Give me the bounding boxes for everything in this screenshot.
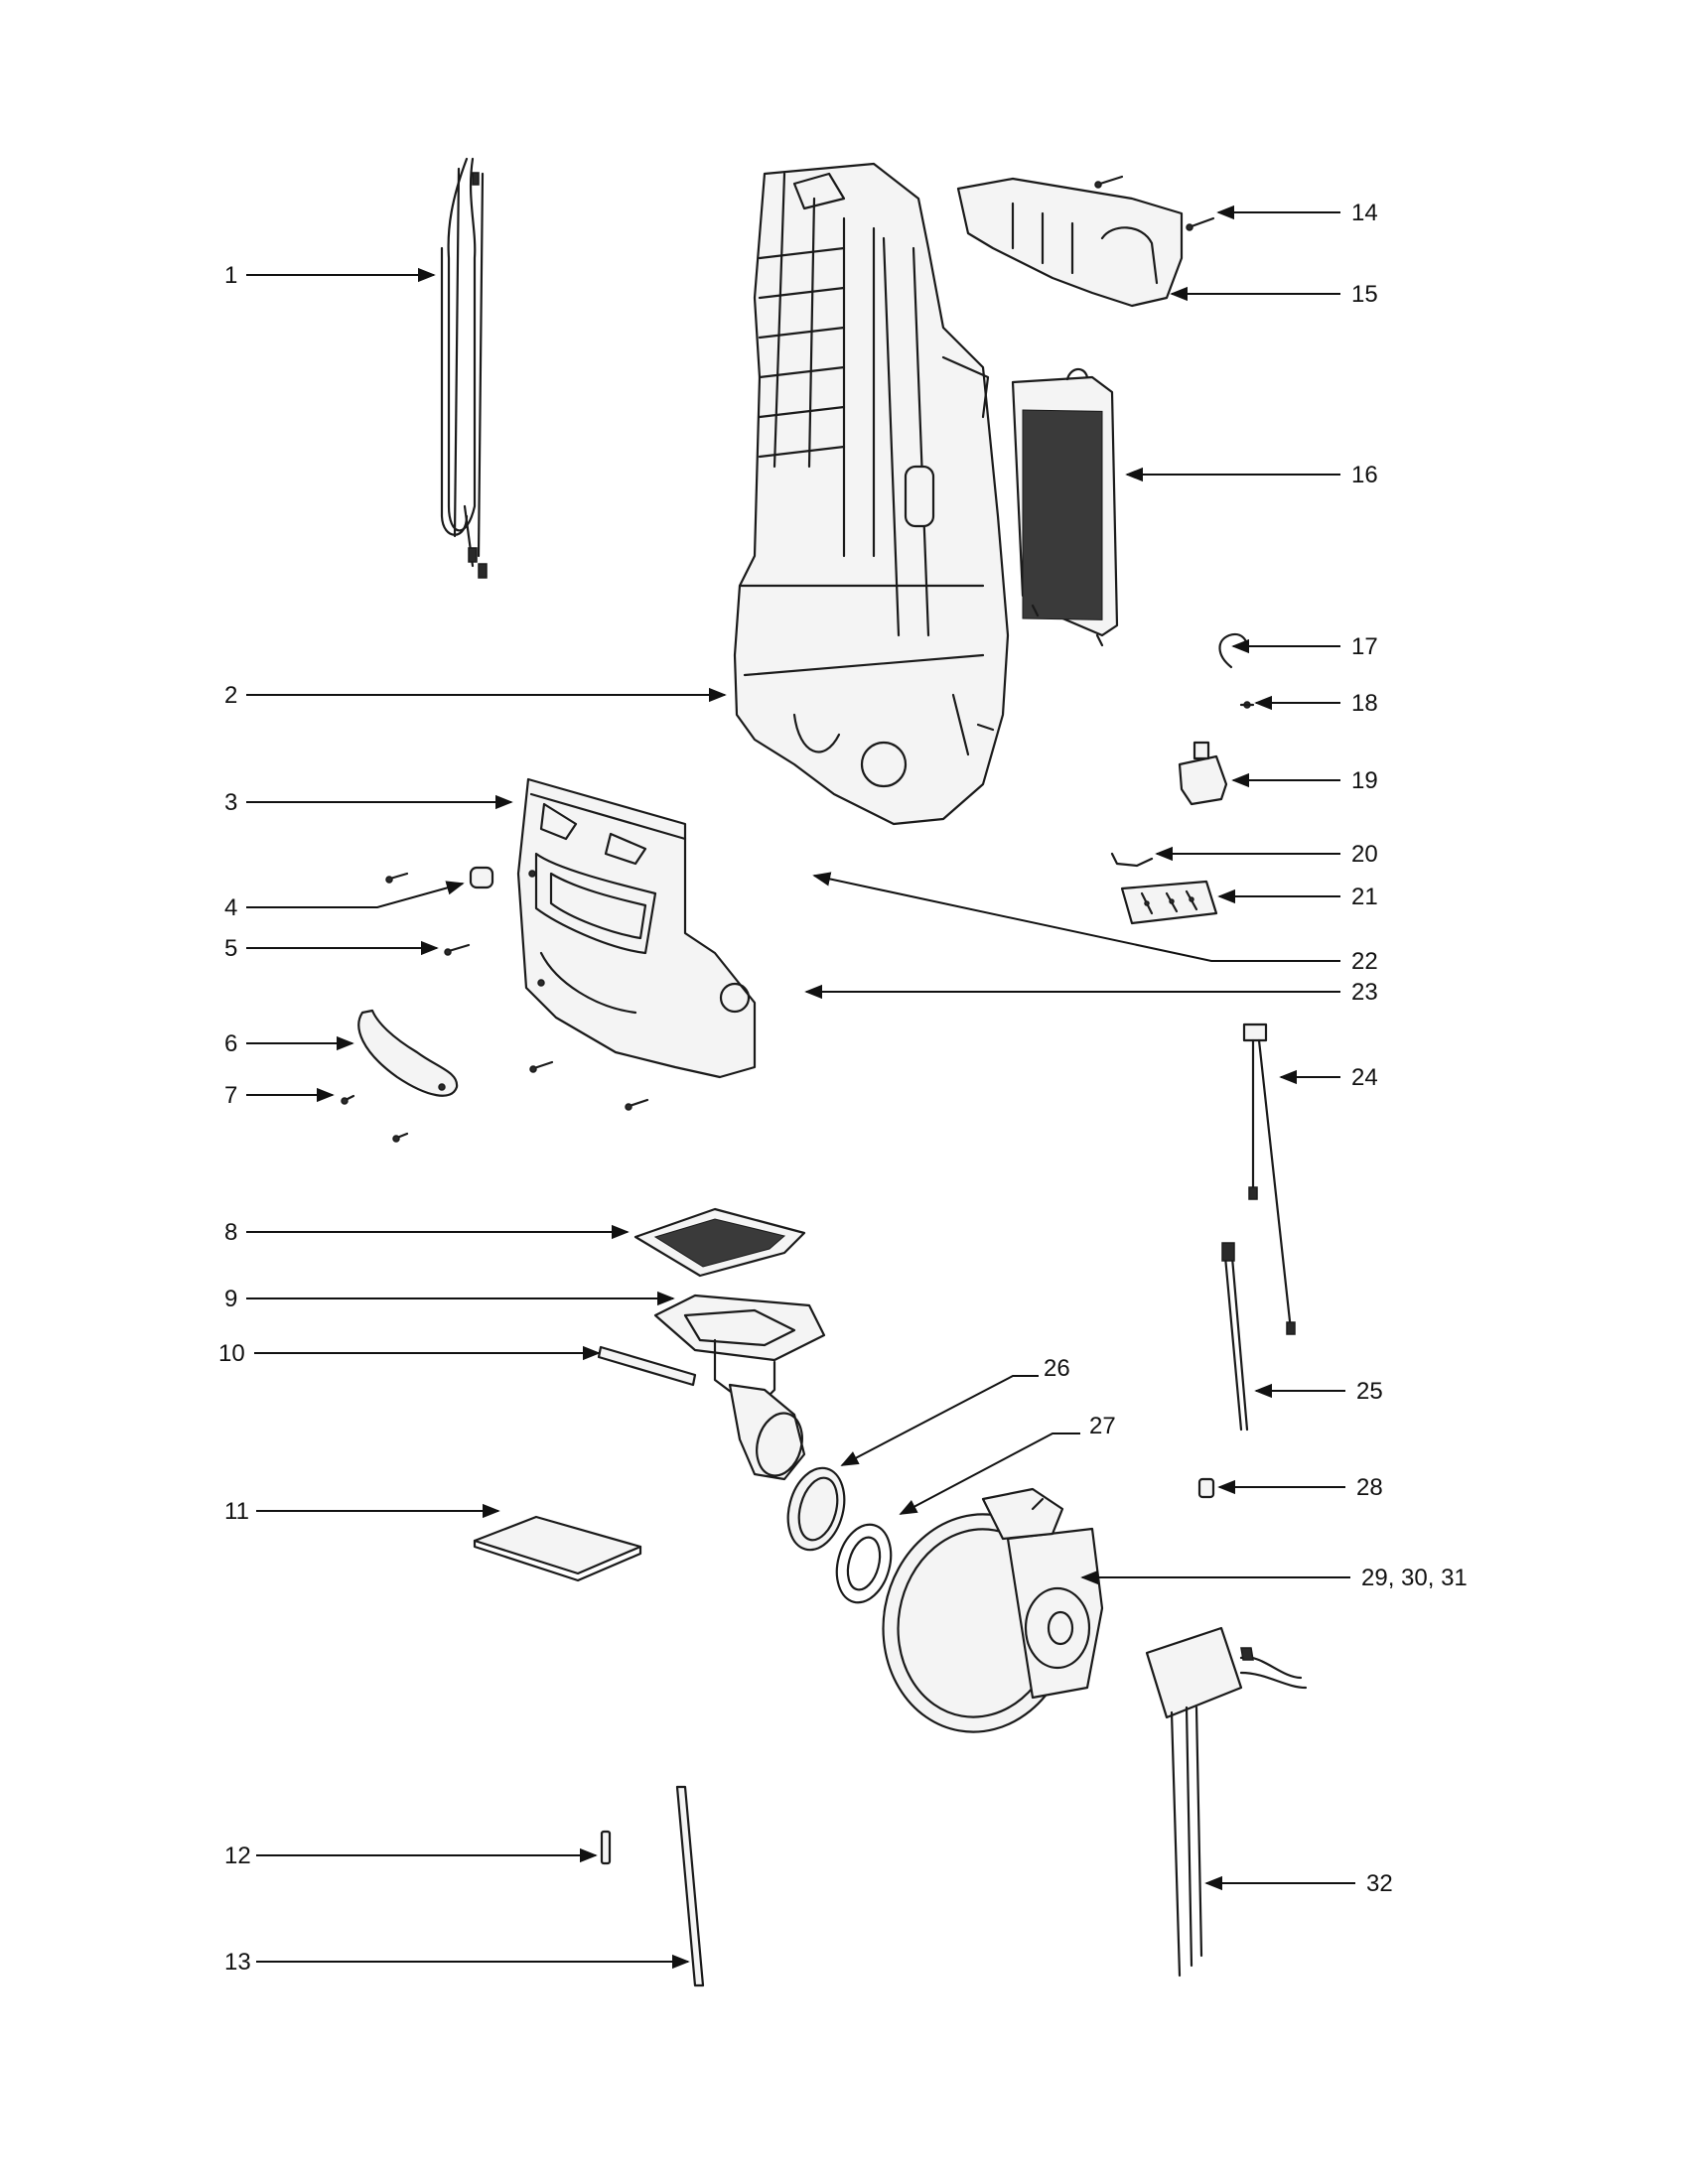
svg-text:23: 23 <box>1351 979 1378 1006</box>
svg-text:3: 3 <box>224 789 237 816</box>
callout-22: 22 <box>812 872 1378 975</box>
callout-23: 23 <box>804 979 1378 1006</box>
callout-11: 11 <box>224 1498 500 1525</box>
callout-25: 25 <box>1254 1378 1383 1405</box>
svg-text:6: 6 <box>224 1030 237 1057</box>
svg-text:32: 32 <box>1366 1870 1393 1897</box>
part-screws-14 <box>1094 175 1215 231</box>
svg-text:4: 4 <box>224 894 237 921</box>
part-small-screws-7 <box>341 1094 409 1143</box>
svg-text:29, 30, 31: 29, 30, 31 <box>1361 1565 1468 1591</box>
svg-text:2: 2 <box>224 682 237 709</box>
part-main-housing <box>733 162 1010 826</box>
part-motor <box>882 1487 1104 1733</box>
callout-5: 5 <box>224 935 439 962</box>
svg-text:24: 24 <box>1351 1064 1378 1091</box>
part-duct <box>728 1383 806 1481</box>
part-clip-ring <box>1218 632 1248 669</box>
svg-text:17: 17 <box>1351 633 1378 660</box>
svg-text:28: 28 <box>1356 1474 1383 1501</box>
part-front-cover <box>516 777 757 1079</box>
svg-text:10: 10 <box>218 1340 245 1367</box>
svg-text:7: 7 <box>224 1082 237 1109</box>
svg-text:27: 27 <box>1089 1413 1116 1439</box>
callout-24: 24 <box>1279 1064 1378 1091</box>
callout-10: 10 <box>218 1340 601 1367</box>
svg-text:14: 14 <box>1351 200 1378 226</box>
callout-15: 15 <box>1170 281 1378 308</box>
callout-9: 9 <box>224 1286 675 1312</box>
part-control-board <box>1145 1626 1308 1978</box>
callout-1: 1 <box>224 262 436 289</box>
callout-7: 7 <box>224 1082 335 1109</box>
part-wire-24 <box>1242 1023 1296 1335</box>
callout-19: 19 <box>1231 767 1378 794</box>
part-filter <box>1011 367 1119 647</box>
svg-text:18: 18 <box>1351 690 1378 717</box>
callout-26: 26 <box>840 1355 1070 1466</box>
part-harness-25 <box>1221 1242 1249 1432</box>
part-top-cover <box>956 177 1184 308</box>
svg-text:9: 9 <box>224 1286 237 1312</box>
svg-text:1: 1 <box>224 262 237 289</box>
part-bushing <box>1197 1477 1215 1499</box>
callout-29-30-31: 29, 30, 31 <box>1080 1565 1468 1591</box>
callout-32: 32 <box>1204 1870 1393 1897</box>
part-grille-filter <box>633 1207 806 1278</box>
svg-text:16: 16 <box>1351 462 1378 488</box>
svg-text:20: 20 <box>1351 841 1378 868</box>
callout-18: 18 <box>1254 690 1378 717</box>
part-loose-screws <box>529 1060 649 1111</box>
part-long-rod <box>675 1785 705 1987</box>
svg-text:8: 8 <box>224 1219 237 1246</box>
svg-text:15: 15 <box>1351 281 1378 308</box>
part-gasket <box>835 1523 893 1604</box>
part-switch <box>1178 741 1228 806</box>
part-filter-pad <box>473 1515 642 1582</box>
part-plug-4 <box>385 866 494 889</box>
callout-16: 16 <box>1125 462 1378 488</box>
callout-20: 20 <box>1155 841 1378 868</box>
part-pin <box>600 1830 612 1865</box>
callout-12: 12 <box>224 1843 598 1869</box>
callout-13: 13 <box>224 1949 690 1976</box>
callout-4: 4 <box>224 881 465 921</box>
callout-17: 17 <box>1231 633 1378 660</box>
part-circuit-board-21 <box>1120 880 1218 925</box>
part-wire-clip <box>1110 852 1154 868</box>
callout-14: 14 <box>1216 200 1378 226</box>
svg-text:12: 12 <box>224 1843 251 1869</box>
part-cord <box>440 157 488 579</box>
callout-8: 8 <box>224 1219 630 1246</box>
svg-text:19: 19 <box>1351 767 1378 794</box>
part-seal-ring <box>786 1466 846 1552</box>
svg-text:5: 5 <box>224 935 237 962</box>
svg-text:22: 22 <box>1351 948 1378 975</box>
svg-text:21: 21 <box>1351 884 1378 910</box>
callout-3: 3 <box>224 789 513 816</box>
svg-text:26: 26 <box>1044 1355 1070 1382</box>
part-screw-5 <box>444 943 471 956</box>
callout-6: 6 <box>224 1030 354 1057</box>
callout-21: 21 <box>1217 884 1378 910</box>
callout-27: 27 <box>899 1413 1116 1515</box>
svg-text:11: 11 <box>224 1498 249 1525</box>
svg-text:13: 13 <box>224 1949 251 1976</box>
part-grip <box>357 1009 459 1097</box>
svg-text:25: 25 <box>1356 1378 1383 1405</box>
callout-2: 2 <box>224 682 727 709</box>
callout-28: 28 <box>1217 1474 1383 1501</box>
part-small-screw-18 <box>1239 701 1255 709</box>
part-dirt-tray <box>653 1294 826 1412</box>
part-rod-10 <box>597 1345 697 1387</box>
